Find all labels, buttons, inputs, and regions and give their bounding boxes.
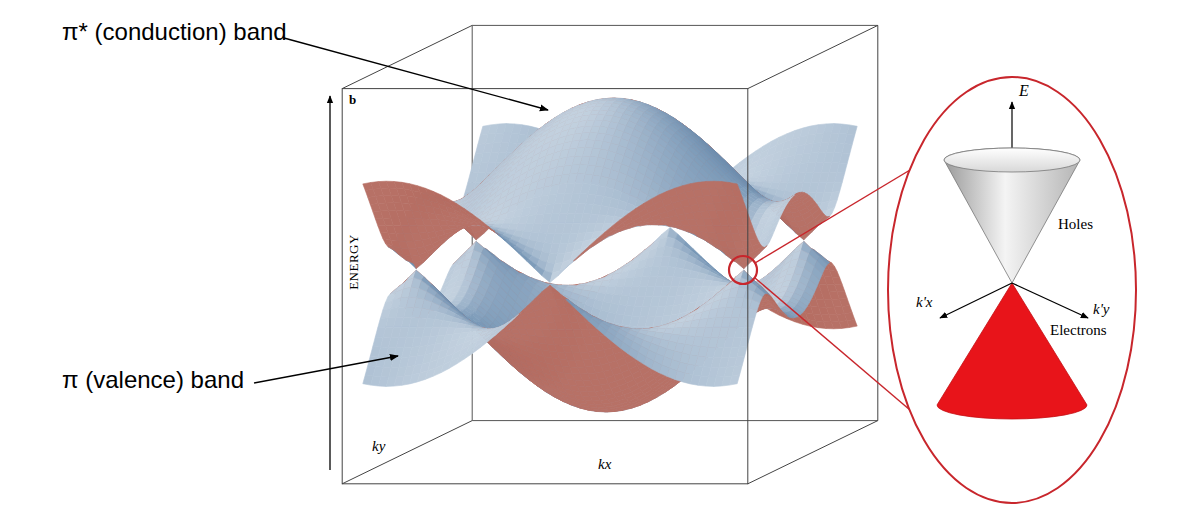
- band-surfaces: [363, 98, 857, 412]
